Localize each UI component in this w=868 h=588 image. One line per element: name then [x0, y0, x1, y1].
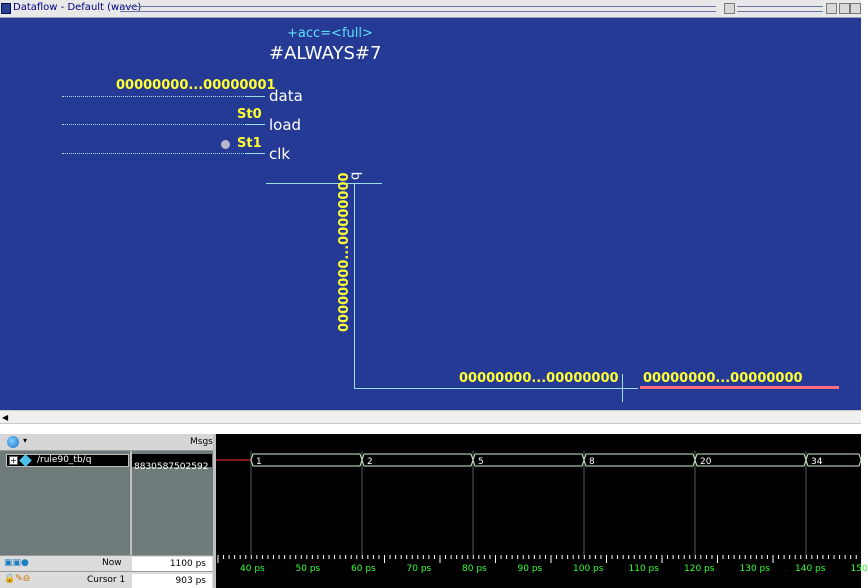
signal-value-cell[interactable]: 8830587502592 — [132, 454, 212, 472]
ruler-label: 130 ps — [739, 564, 770, 574]
pane-separator[interactable] — [0, 424, 861, 434]
scroll-left-arrow-icon[interactable]: ◀ — [2, 413, 9, 422]
waveform-header-strip — [216, 434, 861, 451]
signal-value: 8830587502592 — [134, 462, 209, 472]
input-clk-value: St1 — [237, 136, 262, 151]
ruler-label: 40 ps — [240, 564, 265, 574]
ruler-label: 150 — [850, 564, 868, 574]
input-data-value: 00000000...00000001 — [116, 78, 276, 93]
signal-name: /rule90_tb/q — [37, 455, 92, 465]
wave-splitter[interactable] — [213, 434, 216, 588]
ruler-label: 90 ps — [517, 564, 543, 574]
window-titlebar: Dataflow - Default (wave) — [0, 0, 861, 18]
titlebar-grip-right — [737, 6, 823, 12]
output-q-wire[interactable] — [354, 183, 355, 389]
junction-marker — [622, 374, 623, 402]
bus-value-label: 1 — [256, 457, 262, 467]
input-data-wire[interactable] — [62, 96, 246, 97]
bottom-wire-value-1: 00000000...00000000 — [459, 371, 619, 386]
input-load-value: St0 — [237, 107, 262, 122]
ruler-label: 70 ps — [406, 564, 432, 574]
input-data-name: data — [269, 87, 303, 105]
undock-button[interactable] — [724, 3, 735, 14]
dataflow-hscrollbar[interactable]: ◀ — [0, 410, 861, 424]
titlebar-grip — [120, 6, 716, 12]
ruler-label: 120 ps — [684, 564, 715, 574]
signal-row[interactable]: + /rule90_tb/q — [6, 454, 129, 467]
ruler-label: 140 ps — [795, 564, 826, 574]
wave-window: ▾ Msgs + /rule90_tb/q 8830587502592 ▣▣● … — [0, 434, 868, 588]
signal-diamond-icon — [19, 454, 32, 467]
globe-icon[interactable] — [7, 436, 19, 448]
now-label: Now — [102, 558, 122, 568]
close-button[interactable] — [850, 3, 861, 14]
ruler-label: 110 ps — [628, 564, 659, 574]
cursor-row[interactable]: 🔒✎⊖ Cursor 1 903 ps — [0, 571, 213, 588]
window-title: Dataflow - Default (wave) — [13, 2, 142, 13]
bus-segment — [805, 453, 862, 467]
ruler-ticks — [217, 555, 857, 563]
waveform-gridlines — [250, 451, 807, 555]
now-toolbar-icons[interactable]: ▣▣● — [4, 558, 29, 568]
bus-segment — [250, 453, 363, 467]
chevron-down-icon[interactable]: ▾ — [23, 436, 28, 445]
bottom-wire-value-2: 00000000...00000000 — [643, 371, 803, 386]
bus-value-label: 20 — [700, 457, 712, 467]
ruler-label: 60 ps — [351, 564, 376, 574]
values-header-label: Msgs — [190, 437, 213, 447]
ruler-label: 80 ps — [462, 564, 487, 574]
time-ruler[interactable]: 40 ps 50 ps 60 ps 70 ps 80 ps 90 ps 100 ps 110 … — [216, 555, 868, 588]
clock-dot-icon — [221, 140, 230, 149]
cursor-label: Cursor 1 — [87, 575, 126, 585]
now-value: 1100 ps — [132, 557, 212, 571]
wave-header: ▾ Msgs — [0, 434, 213, 451]
waveform-plot[interactable]: 1 2 5 8 20 34 — [216, 434, 862, 588]
input-clk-name: clk — [269, 145, 291, 163]
cursor-lock-icon[interactable]: 🔒✎⊖ — [4, 574, 31, 584]
input-clk-wire-solid — [246, 153, 265, 154]
ruler-label: 100 ps — [573, 564, 604, 574]
maximize-button[interactable] — [839, 3, 850, 14]
bus-segment — [694, 453, 807, 467]
dataflow-window-icon[interactable] — [1, 3, 11, 14]
bus-value-label: 5 — [478, 457, 484, 467]
bus-segment — [583, 453, 696, 467]
process-label: +acc=<full> — [287, 26, 373, 41]
process-output-bar — [266, 183, 382, 184]
input-load-name: load — [269, 116, 302, 134]
bus-value-label: 2 — [367, 457, 373, 467]
signal-bus-waveform: 1 2 5 8 20 34 — [250, 453, 862, 467]
ruler-label: 50 ps — [295, 564, 321, 574]
minimize-button[interactable] — [826, 3, 837, 14]
input-clk-wire[interactable] — [62, 153, 246, 154]
bus-value-label: 8 — [589, 457, 595, 467]
bus-segment — [361, 453, 474, 467]
bus-value-label: 34 — [811, 457, 823, 467]
expand-plus-icon[interactable]: + — [9, 456, 18, 465]
output-q-value: 00000000...00000000 — [337, 172, 352, 332]
process-name[interactable]: #ALWAYS#7 — [269, 43, 382, 64]
input-data-wire-solid — [246, 96, 265, 97]
bus-segment — [472, 453, 585, 467]
cursor-value: 903 ps — [132, 574, 212, 588]
dataflow-canvas[interactable]: +acc=<full> #ALWAYS#7 00000000...0000000… — [0, 18, 861, 410]
highlighted-wire[interactable] — [640, 386, 839, 389]
now-row: ▣▣● Now 1100 ps — [0, 555, 213, 571]
input-load-wire-solid — [246, 124, 265, 125]
input-load-wire[interactable] — [62, 124, 246, 125]
bottom-wire[interactable] — [354, 388, 638, 389]
